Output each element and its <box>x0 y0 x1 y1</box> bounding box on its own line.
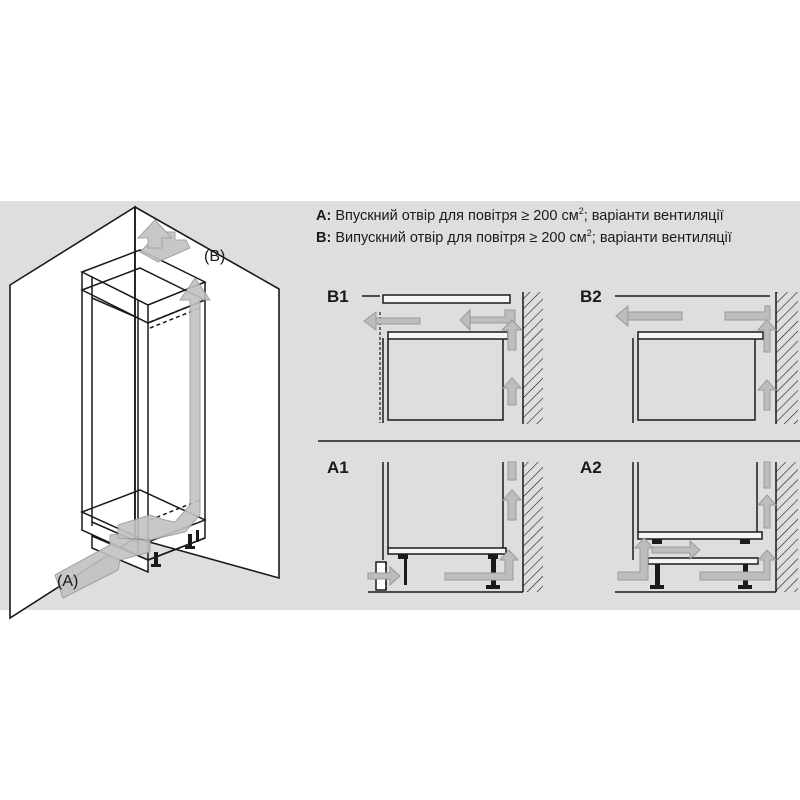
legend-text-b: Випускний отвір для повітря ≥ 200 см <box>331 229 587 246</box>
intake-arrow <box>54 529 151 599</box>
legend-line-b: B: Випускний отвір для повітря ≥ 200 см2… <box>316 228 732 246</box>
cabinet-illustration <box>9 205 280 620</box>
cabinet-body <box>387 339 504 421</box>
wall-hatch <box>776 462 798 592</box>
cabinet-top <box>387 331 509 340</box>
legend-text-a-end: ; варіанти вентиляції <box>583 207 724 224</box>
cabinet-body <box>637 339 756 421</box>
variant-label-b1: B1 <box>327 287 349 306</box>
wall-hatch <box>523 292 543 424</box>
legend-text-a: Впускний отвір для повітря ≥ 200 см <box>331 207 579 224</box>
variant-label-a1: A1 <box>327 458 349 477</box>
cabinet-feet <box>151 530 199 567</box>
a2-arrows <box>617 461 778 581</box>
callout-inlet: (A) <box>57 573 79 590</box>
cabinet-bottom <box>387 547 507 555</box>
variant-a1 <box>367 461 543 593</box>
b2-arrows <box>615 304 778 411</box>
b1-arrows <box>363 308 524 406</box>
legend-line-a: A: Впускний отвір для повітря ≥ 200 см2;… <box>316 206 724 224</box>
legend-sup-a: 2 <box>578 206 584 216</box>
variant-a2 <box>615 461 798 593</box>
legend-key-b: B: <box>316 229 332 246</box>
legend-sup-b: 2 <box>586 228 592 238</box>
variant-b2 <box>615 292 798 424</box>
callout-outlet: (B) <box>204 248 226 265</box>
plinth <box>647 557 759 565</box>
legend-text-b-end: ; варіанти вентиляції <box>591 229 732 246</box>
wall-hatch <box>776 292 798 424</box>
cabinet-bottom <box>637 531 763 540</box>
rise-arrow <box>117 277 211 541</box>
a1-feet <box>398 554 500 589</box>
legend-key-a: A: <box>316 207 332 224</box>
a1-arrows <box>367 461 523 587</box>
variant-b1 <box>362 292 543 424</box>
airflow-arrows <box>54 219 211 599</box>
variant-label-a2: A2 <box>580 458 602 477</box>
wall-hatch <box>523 462 543 592</box>
cabinet-top <box>637 331 764 340</box>
variant-label-b2: B2 <box>580 287 602 306</box>
worktop <box>382 294 511 304</box>
exhaust-arrow <box>136 219 174 249</box>
